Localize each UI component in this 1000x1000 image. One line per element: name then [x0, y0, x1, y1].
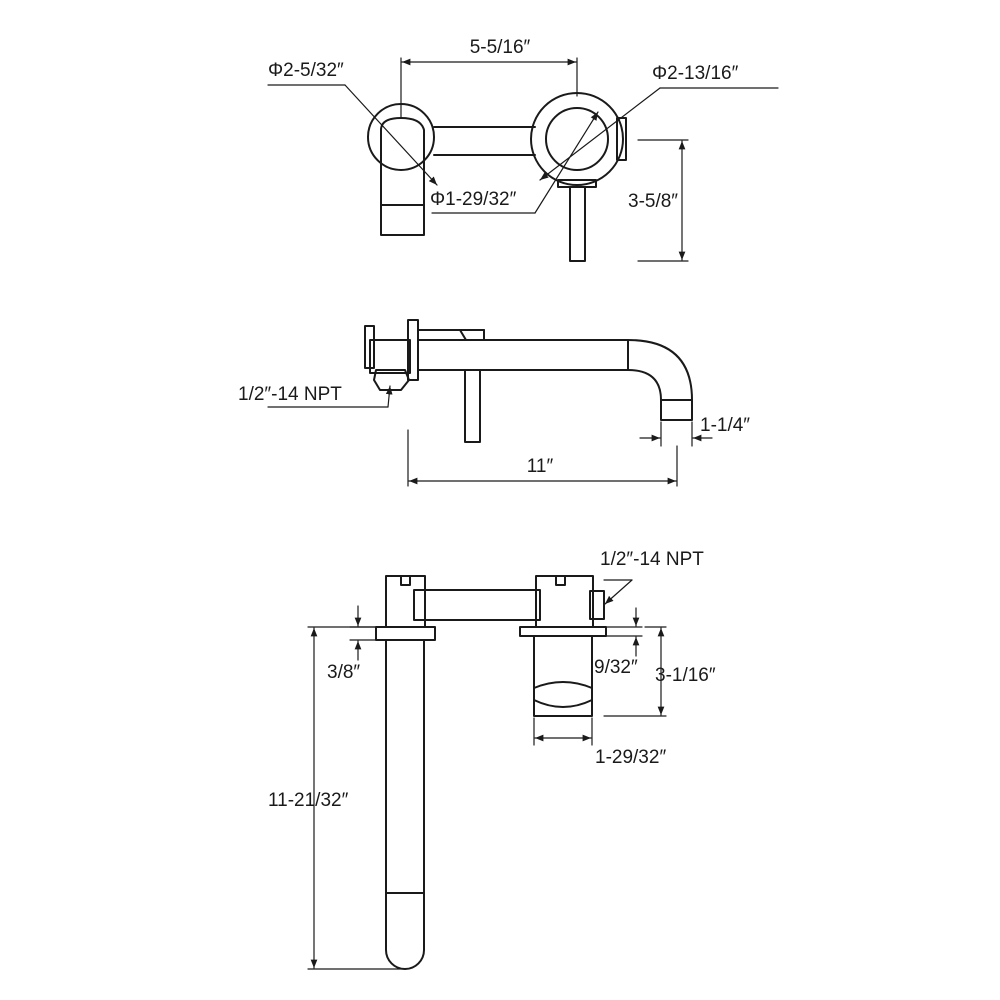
spout-body-outline [380, 117, 425, 236]
label-handle-projection: 3-1/16″ [655, 665, 716, 686]
side-inlet-nut [373, 369, 410, 391]
front-spout-pipe [385, 639, 425, 970]
handle-flange-outline [530, 92, 624, 186]
label-handle-body-dia: Φ1-29/32″ [430, 189, 517, 210]
label-handle-flange-dia: Φ2-13/16″ [652, 63, 739, 84]
leader-spout-flange-diag [344, 84, 438, 186]
handle-lever [569, 186, 586, 262]
label-front-inlet-thread: 1/2″-14 NPT [600, 549, 704, 570]
label-handle-flange-thickness: 9/32″ [594, 657, 638, 678]
front-handle-body [533, 635, 593, 717]
front-handle-flange [519, 626, 607, 637]
leader-side-npt-v [385, 385, 393, 408]
leader-handle-flange-diag [539, 87, 661, 181]
side-handle-step [459, 329, 485, 341]
front-connector-pipe [413, 589, 541, 621]
front-handle-scoop-top [533, 681, 593, 689]
side-wall-flange [407, 319, 419, 381]
leader-handle-body-diag [534, 111, 599, 214]
front-view: 1/2″-14 NPT 3/8″ 9/32″ 3-1/16″ 1-29/32″ … [268, 549, 716, 970]
front-spout-flange [375, 626, 436, 641]
label-spacing: 5-5/16″ [470, 37, 531, 58]
label-outlet-dia: 1-1/4″ [700, 415, 750, 436]
label-handle-height: 3-5/8″ [628, 191, 678, 212]
label-side-inlet-thread: 1/2″-14 NPT [238, 384, 342, 405]
side-spout-bend-outer [627, 339, 693, 401]
side-spout-bend-inner [627, 369, 662, 401]
front-inlet-stub [589, 590, 605, 620]
handle-body-outline [545, 107, 609, 171]
top-view: 5-5/16″ Φ2-5/32″ Φ2-13/16″ Φ1-29/32″ 3-5… [267, 37, 779, 262]
label-spout-flange-thickness: 3/8″ [327, 662, 360, 683]
front-handle-scoop-bottom [533, 699, 593, 708]
side-view: 1/2″-14 NPT 1-1/4″ 11″ [238, 319, 750, 487]
side-valve-body [369, 339, 411, 374]
label-handle-width: 1-29/32″ [595, 747, 666, 768]
front-right-slot [555, 575, 566, 586]
leader-front-npt-diag [604, 579, 633, 605]
label-spout-flange-dia: Φ2-5/32″ [268, 60, 344, 81]
front-left-slot [400, 575, 411, 586]
label-spout-length: 11-21/32″ [268, 790, 349, 811]
side-spout-outlet [660, 399, 693, 421]
label-spout-reach: 11″ [527, 456, 554, 477]
side-handle-lever [464, 369, 481, 443]
